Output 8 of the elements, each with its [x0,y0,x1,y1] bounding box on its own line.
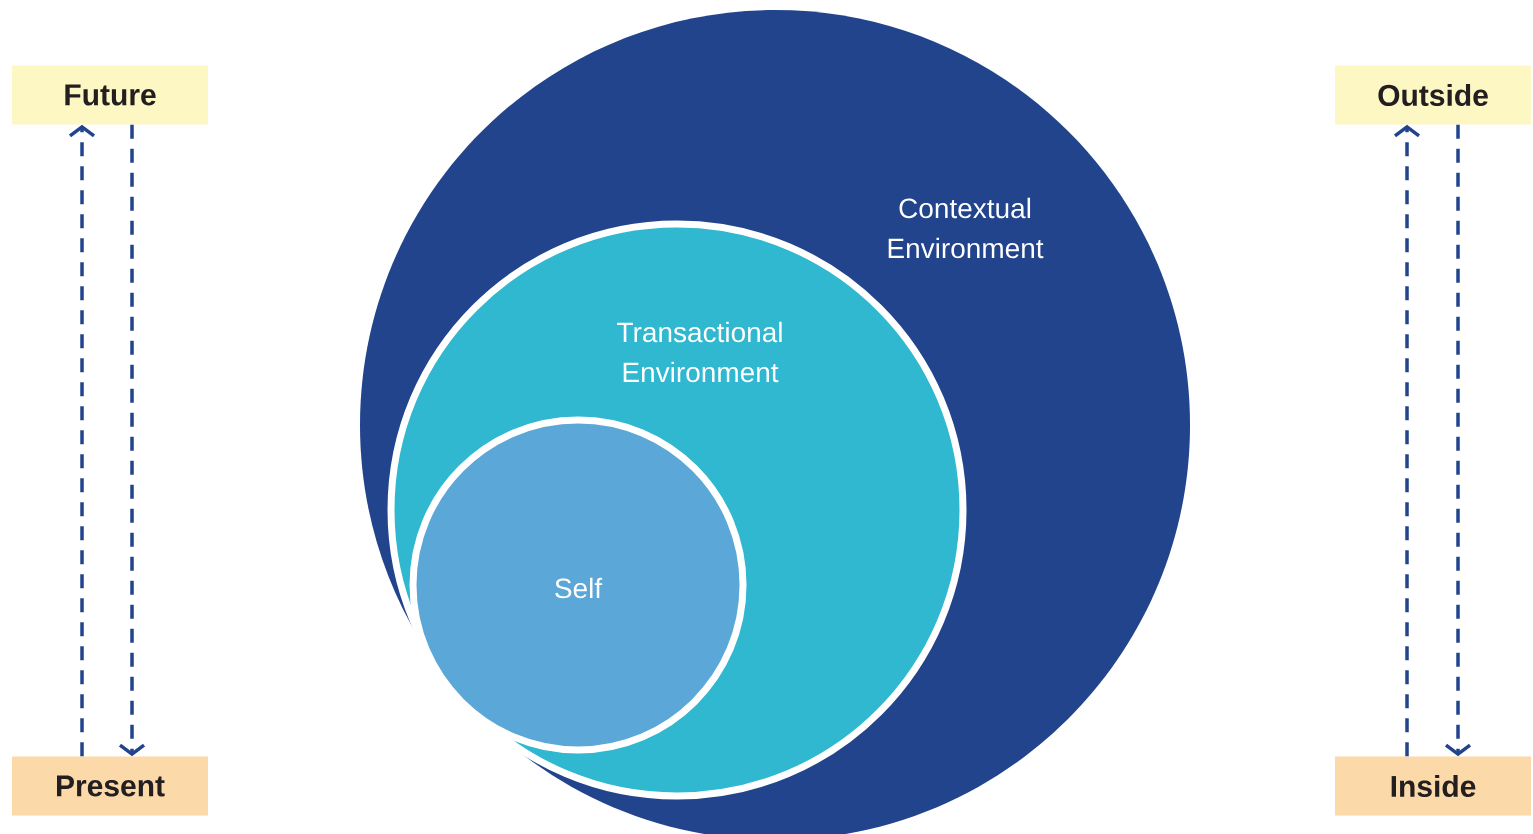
arrow [118,124,146,757]
label-box: Future [12,65,208,125]
arrow [68,124,96,757]
arrow [1393,124,1421,757]
label-box: Present [12,756,208,816]
label-box: Outside [1335,65,1531,125]
arrow [1444,124,1472,757]
label-box: Inside [1335,756,1531,816]
